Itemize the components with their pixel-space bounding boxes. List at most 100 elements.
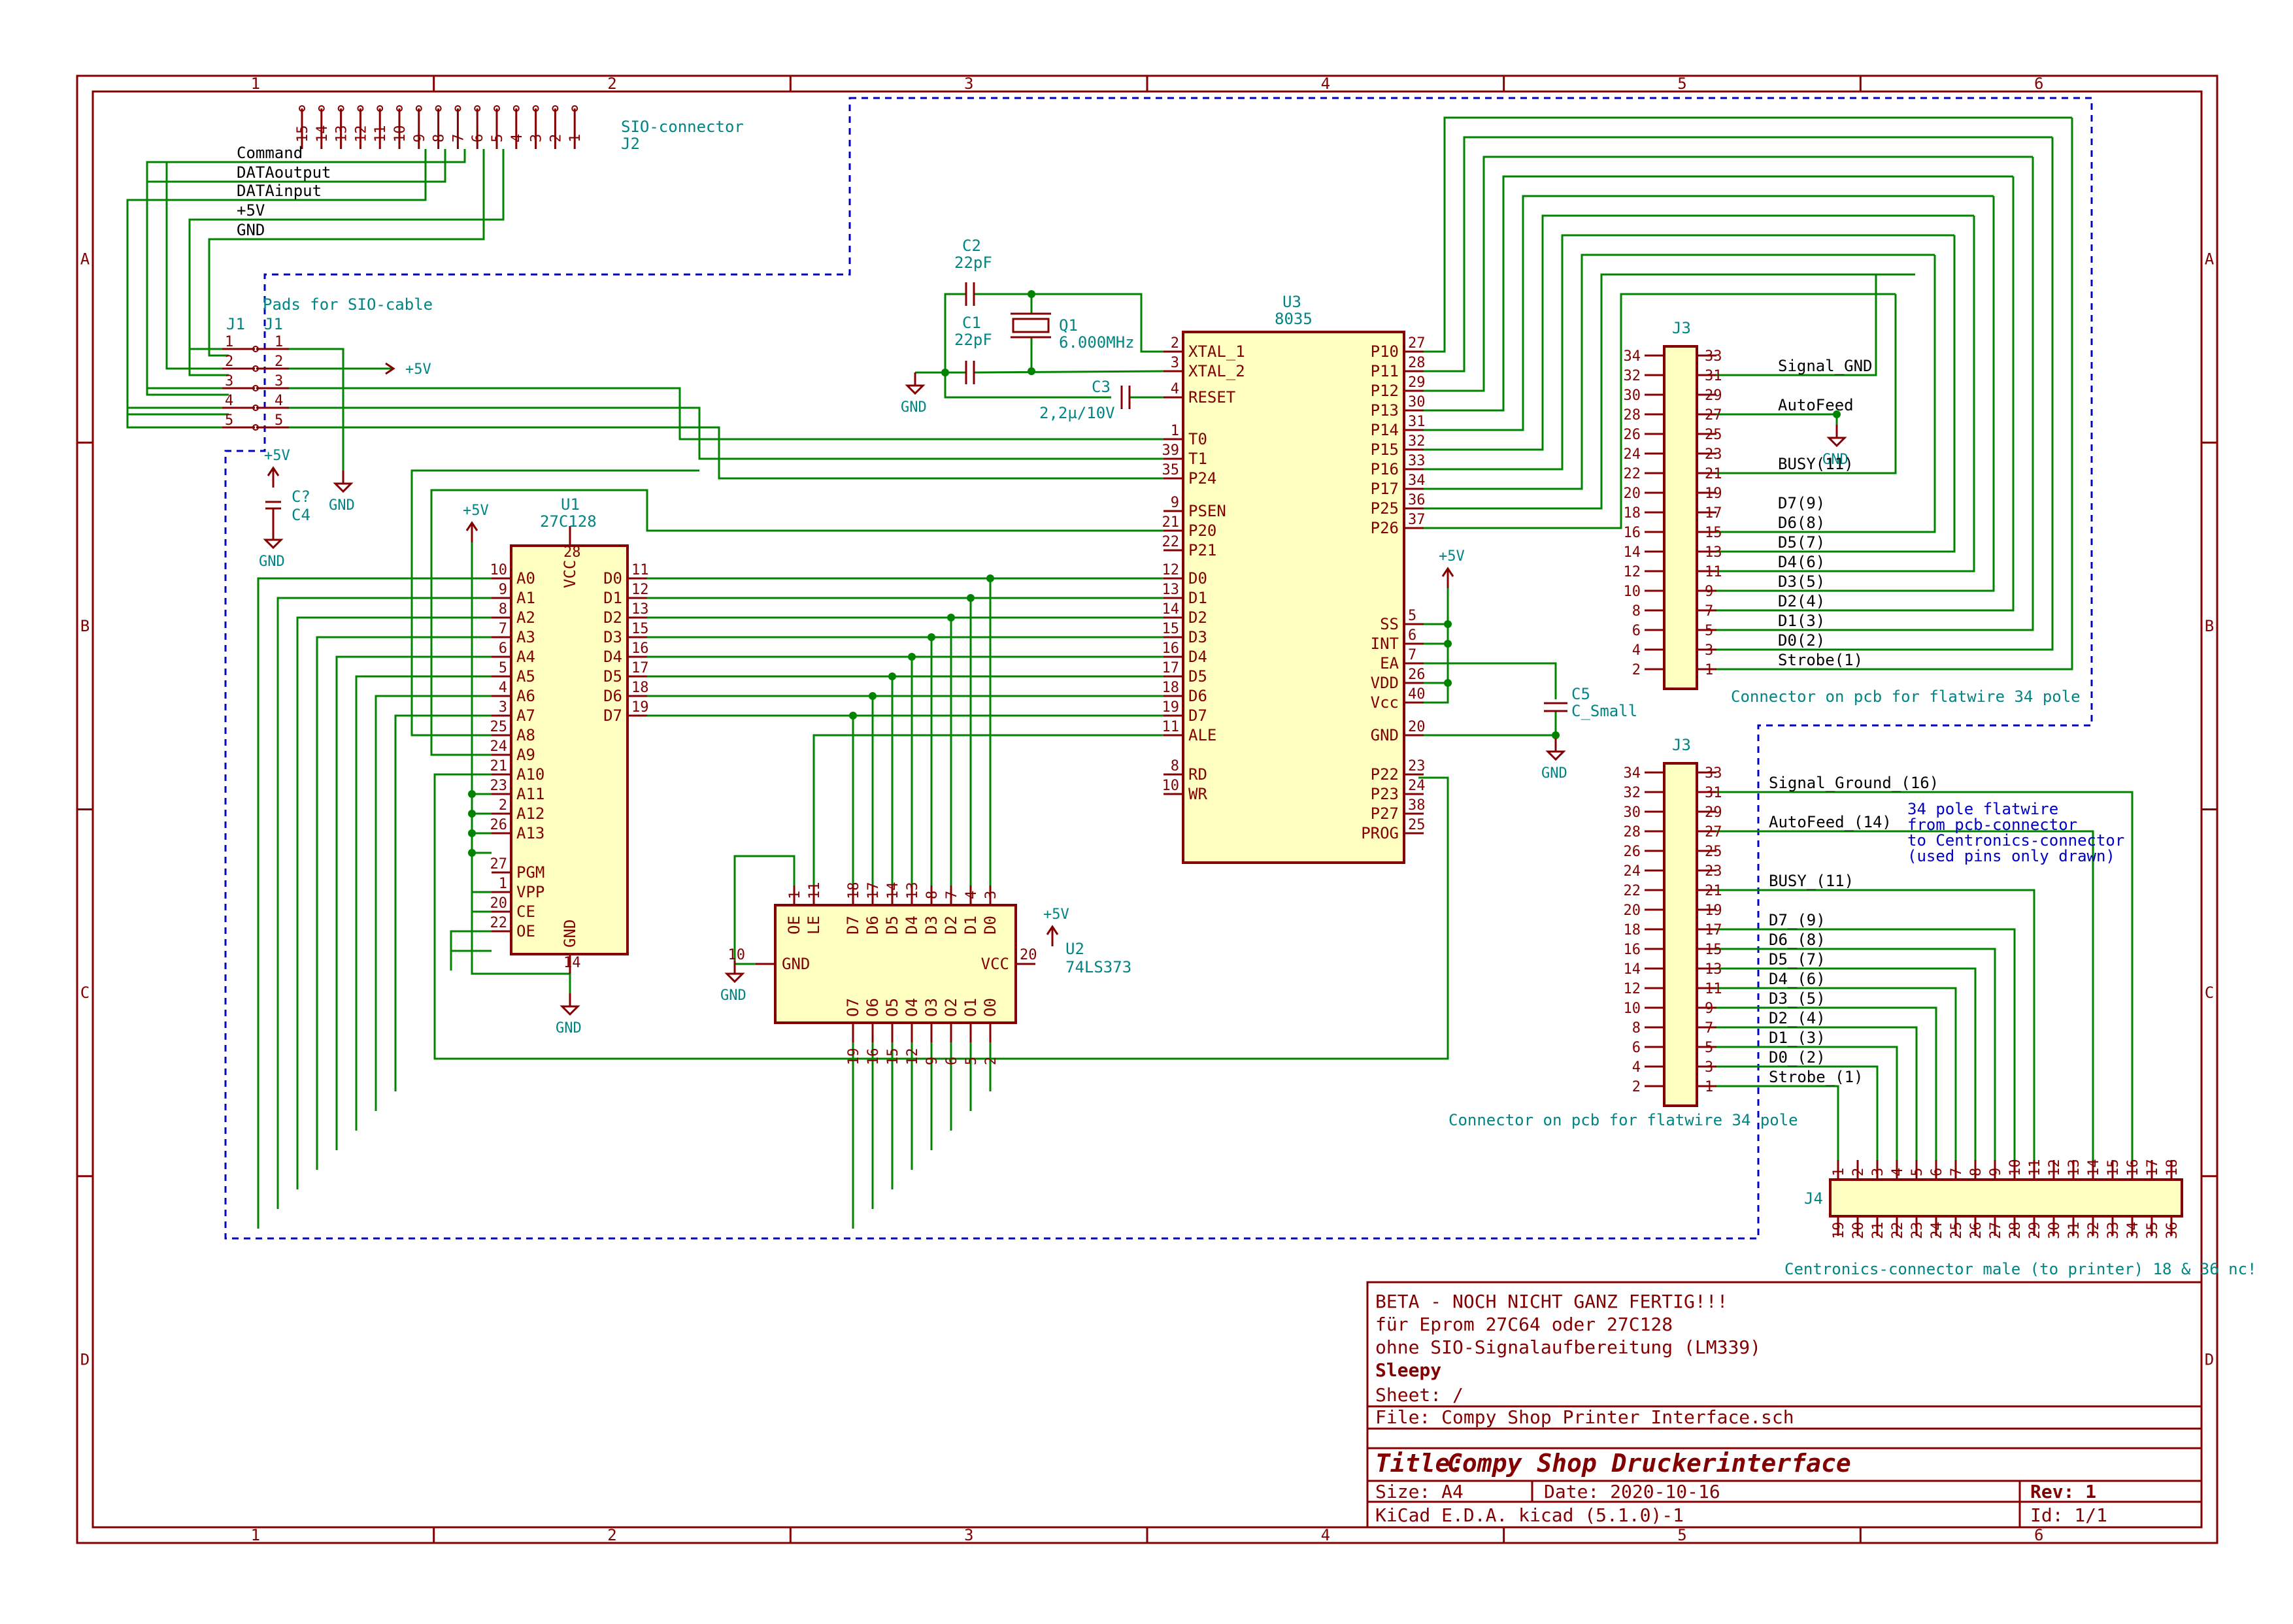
wire-j3b-d bbox=[1716, 967, 1977, 1176]
wire-j3a-data bbox=[1716, 137, 2054, 651]
junction-dot bbox=[888, 672, 896, 680]
u1-pin-name: A10 bbox=[516, 765, 544, 784]
j4-pin-number: 27 bbox=[1988, 1222, 2004, 1240]
wire-5v bbox=[188, 149, 505, 376]
u2-value: 74LS373 bbox=[1065, 958, 1131, 976]
j4-pin-number: 31 bbox=[2066, 1222, 2083, 1240]
tb-comment-3: ohne SIO-Signalaufbereitung (LM339) bbox=[1375, 1336, 1761, 1358]
j4-pin-number: 19 bbox=[1831, 1222, 1847, 1240]
j4-pin-number: 21 bbox=[1870, 1222, 1886, 1240]
u3-pin-number: 3 bbox=[1171, 355, 1179, 371]
frame-row-label: B bbox=[2205, 617, 2214, 635]
j1b-pin-number: 4 bbox=[275, 393, 283, 409]
net-label-j3b: D2_(4) bbox=[1769, 1009, 1826, 1027]
frame-column-label: 2 bbox=[607, 1526, 616, 1544]
u1-pin-name: A7 bbox=[516, 706, 535, 725]
wire-u1-addr bbox=[394, 714, 492, 1091]
u3-pin-number: 16 bbox=[1162, 640, 1180, 657]
wire-u1-vcc-rail bbox=[471, 542, 570, 975]
u3-pin-name: P22 bbox=[1371, 765, 1399, 784]
u2: 1OE11LE18D717D614D513D48D37D24D13D019O71… bbox=[728, 882, 1037, 1066]
j1-pad bbox=[252, 424, 259, 431]
gnd-label: GND bbox=[901, 399, 927, 416]
wire-j3a-autofeed bbox=[1716, 413, 1838, 431]
j3b-pin-number: 21 bbox=[1705, 883, 1722, 899]
u1-pin-number: 15 bbox=[631, 621, 649, 637]
frame-column-label: 5 bbox=[1677, 75, 1686, 93]
j3b-pin-number: 8 bbox=[1632, 1020, 1641, 1036]
frame-column-label: 5 bbox=[1677, 1526, 1686, 1544]
u3-pin-name: D0 bbox=[1188, 569, 1207, 588]
j3a-pin-number: 18 bbox=[1624, 505, 1641, 522]
u2-pin-number: 15 bbox=[885, 1048, 901, 1066]
u3-pin-number: 38 bbox=[1408, 797, 1426, 814]
vcc-label-right: +5V bbox=[405, 361, 431, 378]
junction-dot bbox=[1028, 367, 1035, 375]
gnd-triangle bbox=[724, 972, 745, 984]
u1-pin-number: 18 bbox=[631, 680, 649, 696]
net-label-j3a: Signal_GND bbox=[1778, 357, 1873, 375]
u3-pin-name: EA bbox=[1380, 654, 1399, 672]
note-sio-connector: SIO-connector bbox=[621, 118, 744, 136]
j4-pin-number: 6 bbox=[1929, 1168, 1945, 1176]
u1-pin-number: 26 bbox=[490, 817, 508, 833]
wire-j1-5 bbox=[126, 200, 222, 429]
u3-pin-number: 37 bbox=[1408, 512, 1426, 528]
gnd-label: GND bbox=[720, 987, 746, 1004]
u2-pin-number: 16 bbox=[865, 1048, 882, 1066]
j4-pin-number: 29 bbox=[2027, 1222, 2043, 1240]
u1-pin-name: D3 bbox=[603, 628, 622, 646]
u1-pin-number: 20 bbox=[490, 895, 508, 912]
j4-pin-number: 17 bbox=[2145, 1159, 2161, 1177]
j4-pin-number: 35 bbox=[2145, 1222, 2161, 1240]
u3-pin-number: 27 bbox=[1408, 335, 1426, 352]
j4-body bbox=[1829, 1178, 2183, 1218]
j3b-pin-number: 34 bbox=[1624, 765, 1641, 782]
u3-pin-name: INT bbox=[1371, 635, 1399, 653]
junction-dot bbox=[869, 692, 877, 700]
j3b-pin-number: 29 bbox=[1705, 804, 1722, 821]
q1-ref: Q1 bbox=[1059, 316, 1078, 335]
j2-pin-end bbox=[337, 105, 344, 112]
u3-pin-name: D1 bbox=[1188, 589, 1207, 607]
u1-pin-name: A5 bbox=[516, 667, 535, 686]
j2-pin-number: 2 bbox=[548, 134, 564, 142]
c4-ref: C? bbox=[292, 488, 310, 506]
u3-pin-name: PROG bbox=[1361, 824, 1399, 842]
gnd-triangle bbox=[333, 482, 354, 493]
j3b-pin-number: 16 bbox=[1624, 942, 1641, 958]
net-label-j3a: D6(8) bbox=[1778, 514, 1825, 532]
j3a-pin-number: 19 bbox=[1705, 486, 1722, 502]
junction-dot bbox=[468, 829, 476, 837]
note-j3-bottom: Connector on pcb for flatwire 34 pole bbox=[1448, 1111, 1798, 1129]
wire-j1-1 bbox=[188, 222, 222, 350]
u1-pin-number: 6 bbox=[499, 640, 507, 657]
wire-j3b-d bbox=[1716, 928, 2016, 1176]
wire-j3a-busy bbox=[1716, 294, 1897, 474]
j3a-pin-number: 23 bbox=[1705, 446, 1722, 463]
u1-pin-name: D0 bbox=[603, 569, 622, 588]
u3-pin-name: D2 bbox=[1188, 608, 1207, 627]
u3-pin-name: P25 bbox=[1371, 499, 1399, 518]
tb-id: Id: 1/1 bbox=[2030, 1504, 2107, 1526]
net-label-j3b: D1_(3) bbox=[1769, 1029, 1826, 1047]
frame-column-label: 4 bbox=[1321, 1526, 1330, 1544]
j3a-pin-number: 8 bbox=[1632, 603, 1641, 620]
j1a-pin-number: 2 bbox=[225, 354, 233, 370]
j4-pin-number: 34 bbox=[2125, 1222, 2141, 1240]
j3a-pin-number: 25 bbox=[1705, 427, 1722, 443]
j1b-ref: J1 bbox=[264, 315, 283, 333]
gnd-triangle bbox=[1545, 750, 1566, 761]
wire-j3a-signal bbox=[1716, 274, 1877, 376]
junction-dot bbox=[928, 633, 935, 641]
j3a-pin-number: 31 bbox=[1705, 368, 1722, 384]
u3-pin-number: 18 bbox=[1162, 680, 1180, 696]
j3b-pin-number: 25 bbox=[1705, 844, 1722, 860]
j3b-pin-number: 3 bbox=[1705, 1059, 1713, 1076]
j3b-pin-number: 28 bbox=[1624, 824, 1641, 840]
junction-dot bbox=[1833, 410, 1841, 418]
net-label-j3b: Signal_Ground_(16) bbox=[1769, 774, 1939, 792]
j4-pin-number: 14 bbox=[2086, 1159, 2102, 1177]
gnd-label: GND bbox=[556, 1020, 582, 1036]
u1-pin-name: A3 bbox=[516, 628, 535, 646]
